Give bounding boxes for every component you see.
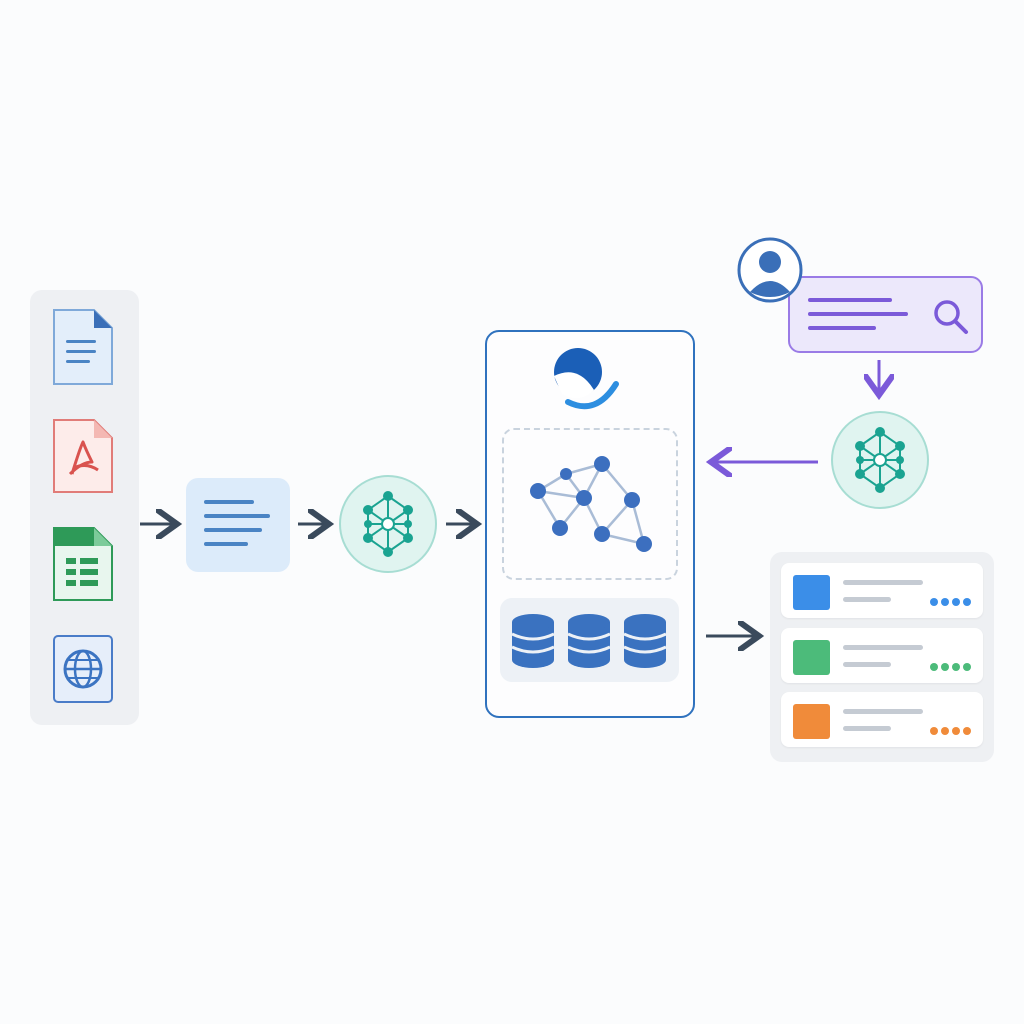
rating-dot bbox=[952, 598, 960, 606]
brand-logo-icon bbox=[550, 344, 624, 418]
result-title-line bbox=[843, 580, 923, 585]
rating-dot bbox=[963, 727, 971, 735]
result-rating bbox=[930, 727, 971, 735]
rating-dot bbox=[941, 598, 949, 606]
result-row[interactable] bbox=[781, 628, 983, 683]
result-subtitle-line bbox=[843, 726, 891, 731]
rating-dot bbox=[930, 598, 938, 606]
text-document-icon bbox=[52, 308, 114, 385]
spreadsheet-icon bbox=[52, 526, 114, 601]
neural-network-icon bbox=[831, 411, 929, 509]
result-rating bbox=[930, 663, 971, 671]
rating-dot bbox=[952, 663, 960, 671]
globe-web-icon bbox=[52, 634, 114, 706]
search-icon[interactable] bbox=[930, 296, 972, 338]
result-title-line bbox=[843, 645, 923, 650]
text-lines-icon bbox=[204, 500, 270, 546]
chunked-text-card bbox=[186, 478, 290, 572]
result-rating bbox=[930, 598, 971, 606]
result-row[interactable] bbox=[781, 563, 983, 618]
neural-network-icon bbox=[339, 475, 437, 573]
knowledge-graph-box bbox=[502, 428, 678, 580]
knowledge-graph-icon bbox=[530, 456, 652, 552]
result-subtitle-line bbox=[843, 662, 891, 667]
rating-dot bbox=[941, 727, 949, 735]
result-thumbnail bbox=[793, 575, 830, 610]
rating-dot bbox=[941, 663, 949, 671]
embedding-model-node bbox=[338, 472, 438, 576]
rating-dot bbox=[930, 727, 938, 735]
result-thumbnail bbox=[793, 640, 830, 675]
rating-dot bbox=[963, 663, 971, 671]
user-avatar-icon bbox=[736, 236, 804, 304]
result-row[interactable] bbox=[781, 692, 983, 747]
result-title-line bbox=[843, 709, 923, 714]
database-icon bbox=[511, 614, 667, 668]
rating-dot bbox=[963, 598, 971, 606]
query-input-box[interactable] bbox=[788, 276, 983, 353]
pdf-document-icon bbox=[52, 418, 114, 493]
rating-dot bbox=[952, 727, 960, 735]
result-thumbnail bbox=[793, 704, 830, 739]
result-subtitle-line bbox=[843, 597, 891, 602]
vector-database-box bbox=[500, 598, 679, 682]
rating-dot bbox=[930, 663, 938, 671]
query-embedding-node bbox=[830, 410, 930, 510]
